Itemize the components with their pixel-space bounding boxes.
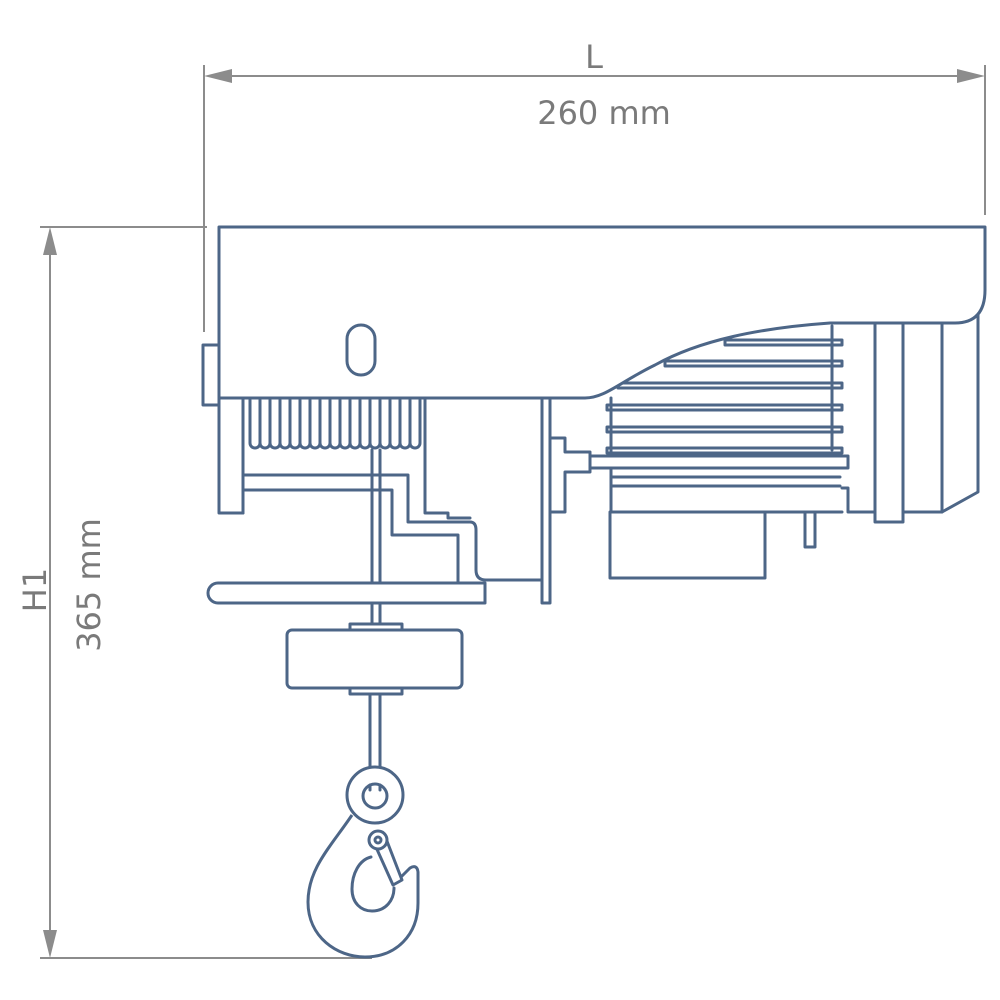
- control-box: [608, 510, 767, 580]
- latch-pivot: [367, 829, 389, 851]
- rope: [370, 448, 382, 626]
- hoist: [201, 225, 987, 626]
- length-value: 260 mm: [537, 94, 671, 132]
- motor-shaft: [588, 454, 850, 470]
- length-symbol: L: [585, 38, 603, 76]
- pulley-block: [285, 628, 464, 690]
- motor-end-cap: [840, 298, 980, 524]
- height-symbol: H1: [16, 568, 54, 612]
- housing: [217, 225, 987, 400]
- height-value: 365 mm: [70, 518, 108, 652]
- left-frame: [217, 396, 245, 515]
- coupling: [548, 436, 592, 514]
- length-dimension: L 260 mm: [203, 38, 986, 332]
- hook-icon: [306, 765, 420, 959]
- hook-block: [285, 622, 464, 959]
- pin: [803, 510, 817, 549]
- rope-drum: [241, 398, 422, 515]
- height-dimension: H1 365 mm: [16, 226, 372, 959]
- handle-bar: [206, 581, 487, 605]
- gear-frame: [206, 396, 552, 605]
- mounting-tab: [201, 343, 221, 407]
- slot: [345, 323, 377, 377]
